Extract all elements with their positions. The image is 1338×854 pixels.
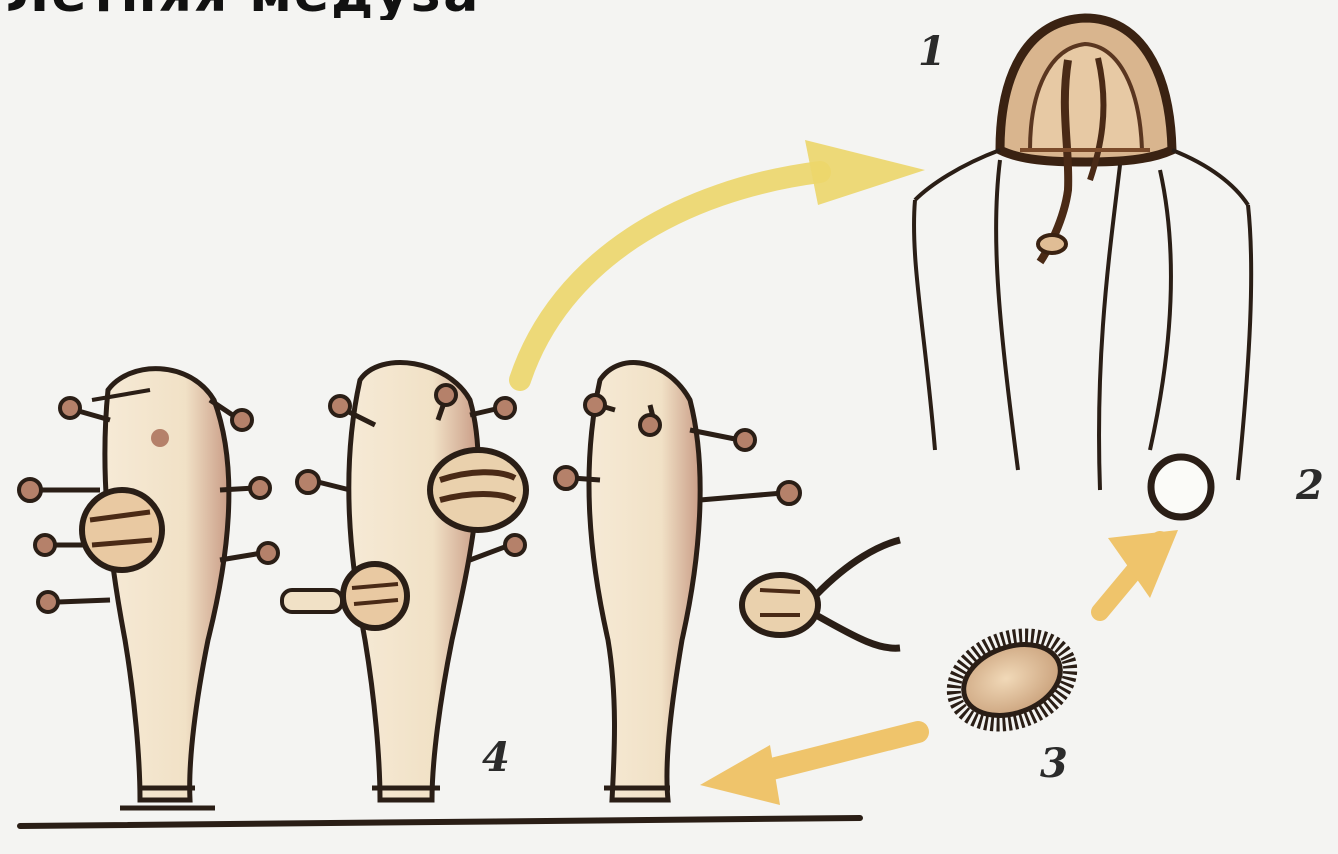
stage-label-polyps: 4 [482,734,510,781]
cropped-title: Летняя медуза [0,0,560,20]
medusa-icon [914,18,1251,490]
stage-label-medusa: 1 [918,28,946,75]
stage-label-egg: 2 [1296,462,1324,509]
cycle-arrow-icon [700,732,918,805]
medusa-bud-icon [82,490,162,570]
substrate-line [20,818,860,826]
polyp-colony-icon [555,363,900,800]
egg-icon [1151,457,1211,517]
stage-label-larva: 3 [1040,740,1068,787]
medusa-bud-icon [742,540,900,648]
planula-larva-icon [941,620,1082,740]
cycle-arrow-icon [1100,530,1178,612]
medusa-bud-icon [430,450,526,530]
cropped-title-text: Летняя медуза [6,0,480,20]
cycle-arrow-icon [520,140,925,380]
polyp-colony-icon [19,369,278,808]
medusa-bud-icon [282,564,407,628]
